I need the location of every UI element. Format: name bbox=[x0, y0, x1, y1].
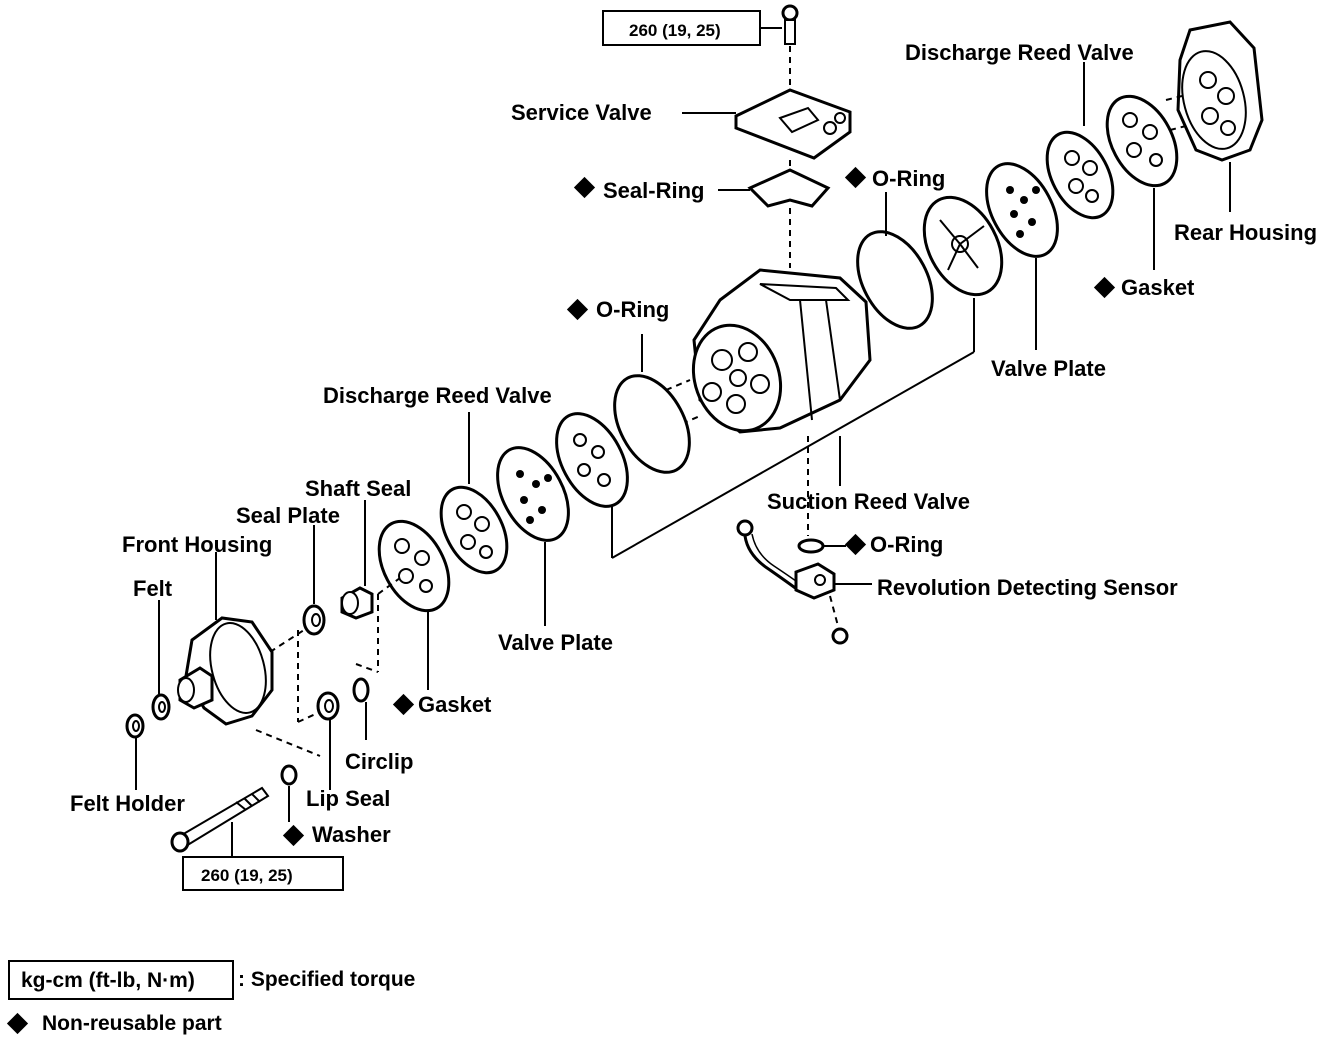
o-ring-sensor-label: O-Ring bbox=[870, 532, 943, 557]
circlip-part bbox=[352, 677, 370, 703]
revolution-sensor-part bbox=[736, 519, 849, 645]
gasket-front-diamond bbox=[392, 693, 415, 716]
o-ring-mid-part bbox=[613, 374, 691, 474]
legend: kg-cm (ft-lb, N·m) : Specified torque No… bbox=[6, 960, 415, 1035]
legend-torque-text: : Specified torque bbox=[238, 968, 415, 991]
gasket-rear-label: Gasket bbox=[1121, 275, 1195, 300]
through-bolt-part bbox=[170, 786, 270, 853]
compressor-body bbox=[665, 268, 872, 434]
circlip-label: Circlip bbox=[345, 749, 413, 774]
rear-suction-reed-valve-part bbox=[922, 195, 1004, 297]
revolution-sensor-label: Revolution Detecting Sensor bbox=[877, 575, 1178, 600]
front-housing-label: Front Housing bbox=[122, 532, 272, 557]
felt-holder-part bbox=[125, 713, 145, 739]
seal-plate-label: Seal Plate bbox=[236, 503, 340, 528]
rear-housing-label: Rear Housing bbox=[1174, 220, 1317, 245]
seal-plate-part bbox=[302, 604, 326, 636]
rear-housing-part bbox=[1165, 20, 1264, 162]
discharge-reed-valve-top-label: Discharge Reed Valve bbox=[905, 40, 1134, 65]
washer-label: Washer bbox=[312, 822, 391, 847]
discharge-reed-valve-front-part bbox=[439, 485, 509, 575]
gasket-front-part bbox=[377, 519, 451, 613]
gasket-rear-part bbox=[1105, 94, 1179, 188]
o-ring-sensor-diamond bbox=[844, 533, 867, 556]
o-ring-mid-diamond bbox=[566, 298, 589, 321]
legend-torque-box bbox=[8, 960, 234, 1000]
torque-bottom-text: 260 (19, 25) bbox=[201, 866, 293, 885]
discharge-reed-valve-rear-part bbox=[1045, 130, 1115, 220]
valve-plate-front-part bbox=[496, 446, 570, 542]
service-valve-label: Service Valve bbox=[511, 100, 652, 125]
valve-plate-rear-label: Valve Plate bbox=[991, 356, 1106, 381]
o-ring-top-part bbox=[856, 230, 934, 330]
washer-diamond bbox=[282, 824, 305, 847]
discharge-reed-valve-mid-label: Discharge Reed Valve bbox=[323, 383, 552, 408]
washer-part bbox=[280, 764, 298, 786]
torque-box-bottom: 260 (19, 25) bbox=[182, 856, 344, 891]
seal-ring-part bbox=[747, 168, 831, 208]
o-ring-top-diamond bbox=[844, 166, 867, 189]
lip-seal-part bbox=[316, 691, 340, 721]
o-ring-sensor-part bbox=[797, 538, 825, 554]
service-valve-bolt bbox=[781, 4, 799, 92]
torque-top-text: 260 (19, 25) bbox=[629, 21, 721, 40]
lip-seal-label: Lip Seal bbox=[306, 786, 390, 811]
legend-torque-box-text: kg-cm (ft-lb, N·m) bbox=[21, 969, 195, 992]
front-housing-part bbox=[177, 616, 274, 726]
torque-box-top: 260 (19, 25) bbox=[602, 10, 782, 46]
felt-part bbox=[151, 693, 171, 721]
seal-ring-diamond bbox=[573, 176, 596, 199]
suction-reed-valve-bracket bbox=[611, 298, 975, 559]
suction-reed-valve-label: Suction Reed Valve bbox=[767, 489, 970, 514]
valve-plate-rear-part bbox=[985, 162, 1059, 258]
gasket-front-label: Gasket bbox=[418, 692, 492, 717]
shaft-seal-label: Shaft Seal bbox=[305, 476, 411, 501]
valve-plate-front-label: Valve Plate bbox=[498, 630, 613, 655]
o-ring-mid-label: O-Ring bbox=[596, 297, 669, 322]
shaft-seal-part bbox=[340, 586, 374, 620]
service-valve-part bbox=[734, 88, 852, 160]
o-ring-top-label: O-Ring bbox=[872, 166, 945, 191]
front-suction-reed-valve-part bbox=[555, 412, 629, 508]
legend-nonreusable-text: Non-reusable part bbox=[42, 1012, 222, 1035]
legend-diamond-icon bbox=[6, 1012, 29, 1035]
seal-ring-label: Seal-Ring bbox=[603, 178, 704, 203]
gasket-rear-diamond bbox=[1093, 276, 1116, 299]
felt-label: Felt bbox=[133, 576, 173, 601]
felt-holder-label: Felt Holder bbox=[70, 791, 185, 816]
